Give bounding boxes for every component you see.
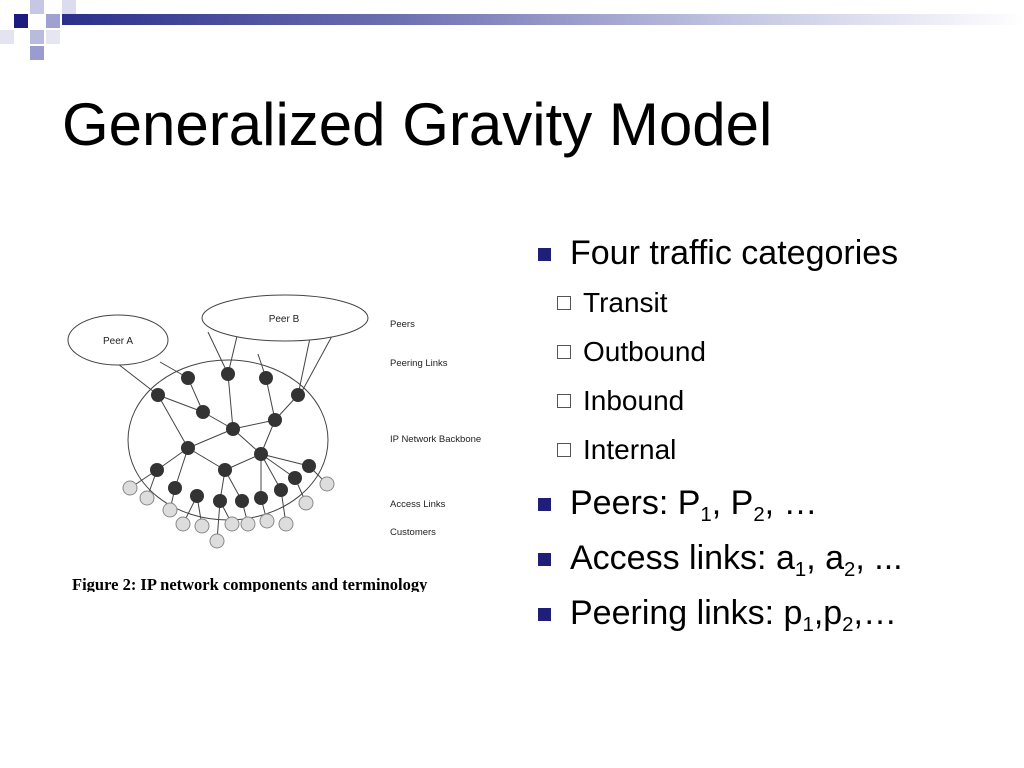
label-peers: Peers <box>390 319 415 330</box>
peer-b-label: Peer B <box>269 314 300 325</box>
corner-checker-decoration <box>0 0 76 60</box>
label-customers: Customers <box>390 527 436 538</box>
figure-caption: Figure 2: IP network components and term… <box>72 575 428 592</box>
sub-bullet-outbound: Outbound <box>538 327 998 376</box>
bullet-peers: Peers: P1, P2, … <box>538 478 998 533</box>
label-peering-links: Peering Links <box>390 358 448 369</box>
peer-b-ellipse <box>201 294 369 342</box>
bullet-traffic-categories: Four traffic categories <box>538 228 998 278</box>
peer-a-ellipse <box>67 314 169 366</box>
bullet-peering-links: Peering links: p1,p2,… <box>538 588 998 643</box>
bullet-list: Four traffic categories Transit Outbound… <box>538 228 998 643</box>
slide-title: Generalized Gravity Model <box>62 91 773 158</box>
label-access-links: Access Links <box>390 499 446 510</box>
network-diagram: Peer A Peer B Peers Peering Links IP Net… <box>67 294 481 592</box>
sub-bullet-transit: Transit <box>538 278 998 327</box>
title-bar-gradient <box>62 14 1024 25</box>
traffic-category-list: Transit Outbound Inbound Internal <box>538 278 998 474</box>
sub-bullet-internal: Internal <box>538 425 998 474</box>
bullet-access-links: Access links: a1, a2, ... <box>538 533 998 588</box>
sub-bullet-inbound: Inbound <box>538 376 998 425</box>
peer-a-label: Peer A <box>103 336 133 347</box>
label-backbone: IP Network Backbone <box>390 434 481 445</box>
backbone-ellipse <box>127 359 329 521</box>
